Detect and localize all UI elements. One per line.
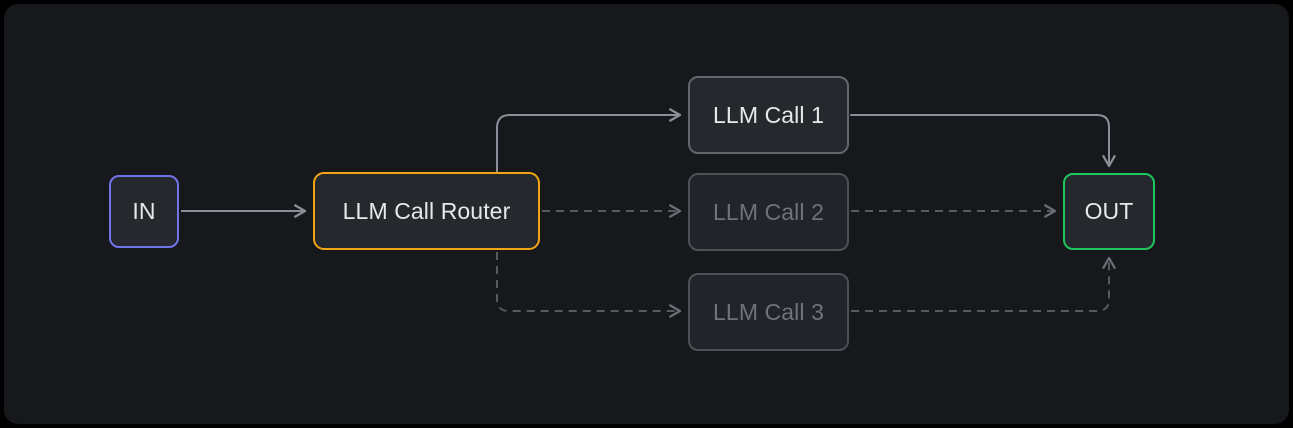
node-llm-call-2[interactable]: LLM Call 2: [688, 173, 849, 251]
node-call3-label: LLM Call 3: [713, 298, 824, 325]
node-llm-call-router[interactable]: LLM Call Router: [313, 172, 540, 250]
node-router-label: LLM Call Router: [342, 197, 511, 224]
node-out[interactable]: OUT: [1063, 173, 1155, 250]
node-llm-call-1[interactable]: LLM Call 1: [688, 76, 849, 154]
node-in-label: IN: [132, 198, 156, 224]
node-llm-call-3[interactable]: LLM Call 3: [688, 273, 849, 351]
node-call2-label: LLM Call 2: [713, 198, 824, 225]
node-in[interactable]: IN: [109, 175, 179, 248]
node-call1-label: LLM Call 1: [713, 101, 824, 128]
node-out-label: OUT: [1084, 198, 1134, 224]
